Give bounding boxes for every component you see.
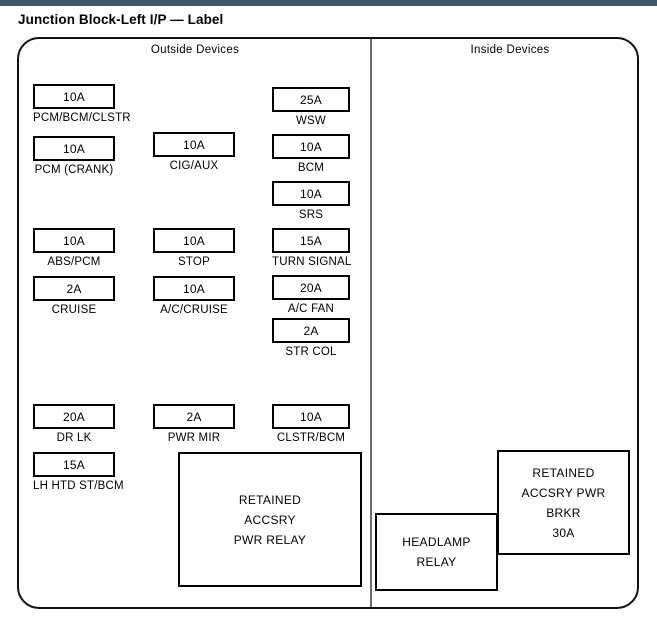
fuse-rating: 10A [153,228,235,253]
fuse-ac-fan[interactable]: 20A A/C FAN [272,275,350,317]
fuse-bcm[interactable]: 10A BCM [272,134,350,176]
fuse-abs-pcm[interactable]: 10A ABS/PCM [33,228,115,270]
fuse-ac-cruise[interactable]: 10A A/C/CRUISE [153,276,235,318]
fuse-pcm-crank[interactable]: 10A PCM (CRANK) [33,136,115,178]
fuse-label: STOP [178,256,210,268]
fuse-label: CRUISE [51,304,97,316]
relay-line-1: RETAINED [532,465,595,480]
fuse-label: A/C FAN [287,303,335,315]
relay-line-2: ACCSRY PWR [521,485,606,500]
fuse-rating: 10A [33,84,115,109]
fuse-label: TURN SIGNAL [272,256,352,268]
fuse-clstr-bcm[interactable]: 10A CLSTR/BCM [272,404,350,446]
fuse-label: CLSTR/BCM [276,432,346,444]
fuse-cruise[interactable]: 2A CRUISE [33,276,115,318]
fuse-label: ABS/PCM [47,256,101,268]
section-divider [370,39,372,607]
fuse-rating: 2A [33,276,115,301]
relay-line-2: RELAY [416,555,457,569]
fuse-label: PCM (CRANK) [34,164,114,176]
fuse-wsw[interactable]: 25A WSW [272,87,350,129]
fuse-rating: 20A [272,275,350,300]
fuse-label: STR COL [285,346,337,358]
fuse-rating: 20A [33,404,115,429]
fuse-stop[interactable]: 10A STOP [153,228,235,270]
relay-line-3: BRKR [546,505,581,520]
fuse-cig-aux[interactable]: 10A CIG/AUX [153,132,235,174]
fuse-label: WSW [296,115,326,127]
fuse-label: CIG/AUX [169,160,219,172]
fuse-rating: 10A [153,276,235,301]
relay-headlamp[interactable]: HEADLAMP RELAY [375,513,498,591]
fuse-pwr-mir[interactable]: 2A PWR MIR [153,404,235,446]
page-title: Junction Block-Left I/P — Label [18,12,224,27]
fuse-turn-signal[interactable]: 15A TURN SIGNAL [272,228,352,270]
fuse-label: PCM/BCM/CLSTR [33,112,131,124]
fuse-label: SRS [298,209,324,221]
fuse-rating: 2A [272,318,350,343]
relay-line-2: ACCSRY [244,512,296,527]
fuse-rating: 10A [153,132,235,157]
relay-line-3: PWR RELAY [233,532,307,547]
fuse-srs[interactable]: 10A SRS [272,181,350,223]
relay-retained-accsry-pwr-brkr[interactable]: RETAINED ACCSRY PWR BRKR 30A [497,450,630,555]
section-header-outside: Outside Devices [150,44,240,56]
fuse-rating: 25A [272,87,350,112]
fuse-lh-htd-st-bcm[interactable]: 15A LH HTD ST/BCM [33,452,124,494]
fuse-label: A/C/CRUISE [160,304,228,316]
top-accent-bar [0,0,657,6]
fuse-label: DR LK [56,432,92,444]
fuse-dr-lk[interactable]: 20A DR LK [33,404,115,446]
relay-line-1: HEADLAMP [402,535,471,549]
fuse-label: LH HTD ST/BCM [33,480,124,492]
fuse-str-col[interactable]: 2A STR COL [272,318,350,360]
relay-line-4: 30A [552,525,575,540]
fuse-rating: 15A [33,452,115,477]
fuse-pcm-bcm-clstr[interactable]: 10A PCM/BCM/CLSTR [33,84,131,126]
fuse-rating: 10A [33,136,115,161]
fuse-rating: 15A [272,228,350,253]
fuse-rating: 2A [153,404,235,429]
fuse-rating: 10A [33,228,115,253]
fuse-rating: 10A [272,181,350,206]
fuse-label: BCM [297,162,325,174]
fuse-label: PWR MIR [167,432,221,444]
fuse-rating: 10A [272,404,350,429]
relay-line-1: RETAINED [238,492,302,507]
relay-retained-accsry-pwr-relay[interactable]: RETAINED ACCSRY PWR RELAY [178,452,362,587]
section-header-inside: Inside Devices [470,44,550,56]
fuse-rating: 10A [272,134,350,159]
